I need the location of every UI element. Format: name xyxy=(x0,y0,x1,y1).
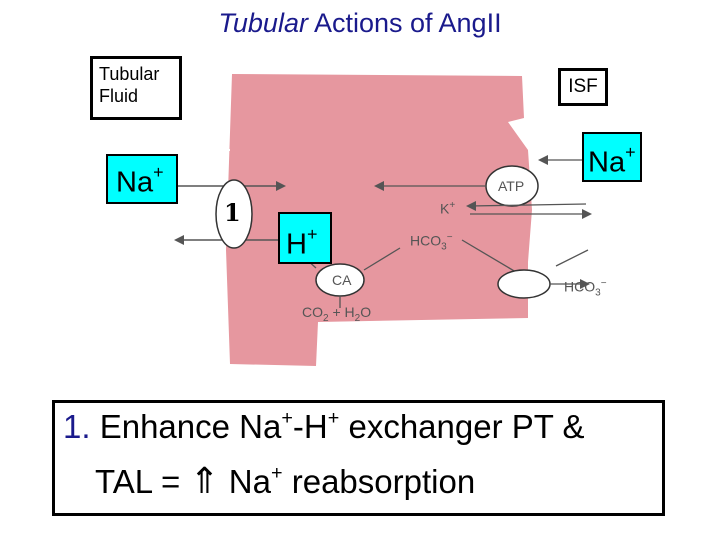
hco3-isf-charge: − xyxy=(600,278,607,289)
ca-label: CA xyxy=(332,272,352,288)
summary-line2-sup: + xyxy=(271,462,283,485)
tubular-fluid-box: Tubular Fluid xyxy=(90,56,182,120)
h-charge: + xyxy=(306,224,318,244)
na-right-charge: + xyxy=(625,142,636,162)
summary-number: 1. xyxy=(63,407,91,445)
summary-line1-a: Enhance Na xyxy=(90,407,282,445)
exchanger-number: 1 xyxy=(224,198,241,227)
title-italic: Tubular xyxy=(218,8,308,38)
summary-line2-b: Na xyxy=(219,463,271,500)
hco3-cell-label: HCO3− xyxy=(410,232,453,252)
page-title: Tubular Actions of AngII xyxy=(0,8,720,39)
water-text: + H xyxy=(328,304,355,320)
co2-h2o-label: CO2 + H2O xyxy=(302,304,371,324)
hco3-cell-text: HCO xyxy=(410,232,442,249)
isf-label: ISF xyxy=(568,76,598,97)
na-left-text: Na xyxy=(116,166,154,199)
summary-line2-c: reabsorption xyxy=(282,463,476,500)
co2-sub: 2 xyxy=(323,312,329,324)
hco3-isf-sub: 3 xyxy=(595,287,601,299)
na-h-exchanger xyxy=(215,179,253,249)
o-text: O xyxy=(360,304,372,320)
co2-text: CO xyxy=(302,304,323,320)
tubular-fluid-line2: Fluid xyxy=(99,86,139,106)
title-rest: Actions of AngII xyxy=(307,8,502,38)
na-left-label: Na+ xyxy=(106,154,178,204)
summary-line2-a: TAL = xyxy=(95,463,190,500)
na-right-text: Na xyxy=(588,146,626,179)
tubular-fluid-line1: Tubular xyxy=(99,64,160,84)
summary-line-1: 1. Enhance Na+-H+ exchanger PT & xyxy=(63,407,585,446)
hco3-isf-label: HCO3− xyxy=(564,278,607,298)
k-label: K+ xyxy=(440,200,455,217)
h-text: H xyxy=(286,228,307,261)
summary-line1-sup2: + xyxy=(327,407,340,429)
summary-box: 1. Enhance Na+-H+ exchanger PT & TAL = ⇑… xyxy=(52,400,665,516)
hco3-isf-text: HCO xyxy=(564,278,596,295)
na-right-label: Na+ xyxy=(582,132,642,182)
k-text: K xyxy=(440,200,450,217)
hco3-cell-sub: 3 xyxy=(441,241,447,253)
na-left-charge: + xyxy=(153,162,164,182)
summary-line1-c: exchanger PT & xyxy=(339,407,585,445)
hco3-transporter xyxy=(497,269,551,299)
summary-line1-b: -H xyxy=(292,407,328,445)
k-charge: + xyxy=(449,200,456,211)
summary-line1-sup1: + xyxy=(281,407,293,429)
hco3-cell-charge: − xyxy=(446,232,453,243)
isf-box: ISF xyxy=(558,68,608,106)
h-label: H+ xyxy=(278,212,332,264)
summary-line-2: TAL = ⇑ Na+ reabsorption xyxy=(95,461,475,502)
tubular-cell xyxy=(226,74,532,366)
increase-arrow-icon: ⇑ xyxy=(189,461,220,502)
atp-label: ATP xyxy=(498,178,525,194)
h2o-sub: 2 xyxy=(354,312,361,324)
